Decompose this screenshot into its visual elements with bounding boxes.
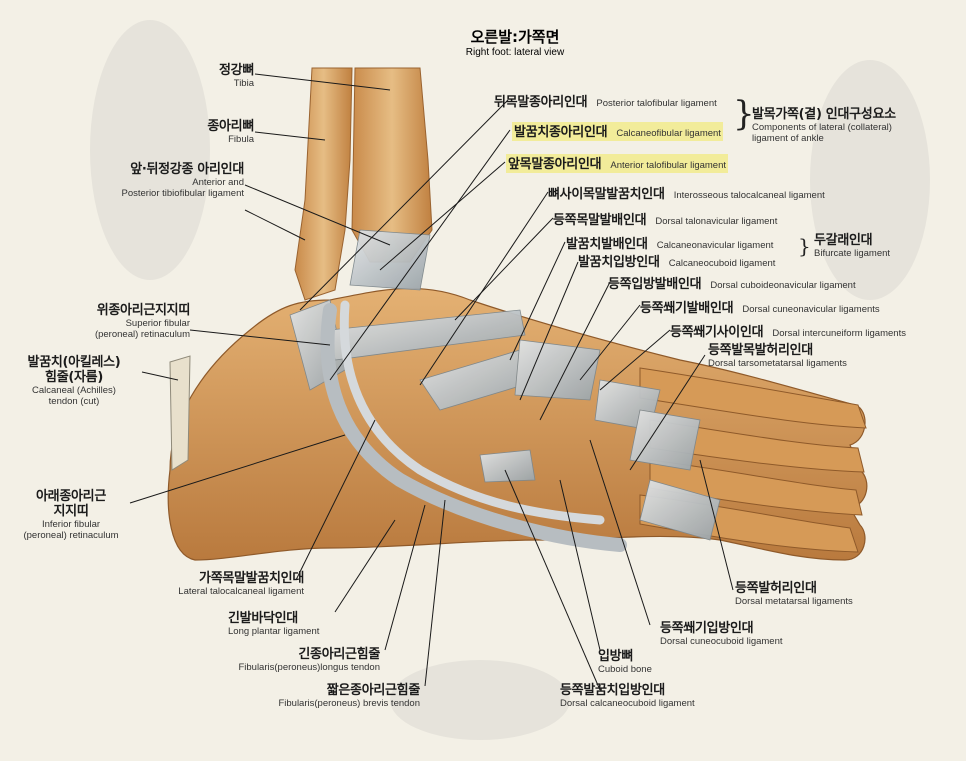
label-anterior-talofibular: 앞목말종아리인대 Anterior talofibular ligament <box>506 154 729 173</box>
leader-lines <box>129 73 734 691</box>
label-fibula: 종아리뼈 Fibula <box>207 119 254 145</box>
label-dorsal-cuneonavicular: 등쪽쐐기발배인대 Dorsal cuneonavicular ligaments <box>640 301 880 316</box>
peroneal-tendons <box>320 300 627 552</box>
brace-bifurcate: } <box>798 234 811 258</box>
label-posterior-talofibular: 뒤목말종아리인대 Posterior talofibular ligament <box>494 95 717 110</box>
label-dorsal-cuboideonavicular: 등쪽입방발배인대 Dorsal cuboideonavicular ligame… <box>608 277 856 292</box>
label-achilles-tendon: 발꿈치(아킬레스) 힘줄(자름) Calcaneal (Achilles) te… <box>27 355 121 407</box>
label-inferior-fibular-retinaculum: 아래종아리근 지지띠 Inferior fibular (peroneal) r… <box>23 489 119 541</box>
label-superior-fibular-retinaculum: 위종아리근지지띠 Superior fibular (peroneal) ret… <box>94 303 190 340</box>
title-english: Right foot: lateral view <box>465 47 565 58</box>
figure-title: 오른발:가쪽면 Right foot: lateral view <box>420 26 610 58</box>
label-calcaneofibular: 발꿈치종아리인대 Calcaneofibular ligament <box>512 122 723 141</box>
label-lateral-talocalcaneal: 가쪽목말발꿈치인대 Lateral talocalcaneal ligament <box>178 571 304 597</box>
label-calcaneocuboid: 발꿈치입방인대 Calcaneocuboid ligament <box>578 255 776 270</box>
label-fibularis-longus: 긴종아리근힘줄 Fibularis(peroneus)longus tendon <box>238 647 380 673</box>
label-long-plantar: 긴발바닥인대 Long plantar ligament <box>228 611 320 637</box>
fibula-bone <box>294 67 353 301</box>
label-calcaneonavicular: 발꿈치발배인대 Calcaneonavicular ligament <box>566 237 774 252</box>
metatarsal-bones <box>639 367 867 553</box>
label-lateral-collateral-components: 발목가쪽(곁) 인대구성요소 Components of lateral (co… <box>752 107 896 144</box>
brace-lateral-ligament-group: } <box>733 94 755 134</box>
label-cuboid-bone: 입방뼈 Cuboid bone <box>598 649 652 675</box>
label-dorsal-talonavicular: 등쪽목말발배인대 Dorsal talonavicular ligament <box>553 213 778 228</box>
label-tibiofibular-ligament: 앞·뒤정강종 아리인대 Anterior and Posterior tibio… <box>121 162 244 199</box>
label-fibularis-brevis: 짧은종아리근힘줄 Fibularis(peroneus) brevis tend… <box>278 683 420 709</box>
title-korean: 오른발:가쪽면 <box>470 28 560 46</box>
label-tibia: 정강뼈 Tibia <box>219 63 254 89</box>
label-dorsal-calcaneocuboid: 등쪽발꿈치입방인대 Dorsal calcaneocuboid ligament <box>560 683 695 709</box>
label-bifurcate: 두갈래인대 Bifurcate ligament <box>814 233 891 259</box>
label-interosseous-talocalcaneal: 뼈사이목말발꿈치인대 Interosseous talocalcaneal li… <box>548 187 825 202</box>
label-dorsal-intercuneiform: 등쪽쐐기사이인대 Dorsal intercuneiform ligaments <box>670 325 906 340</box>
label-dorsal-metatarsal: 등쪽발허리인대 Dorsal metatarsal ligaments <box>735 581 853 607</box>
label-dorsal-cuneocuboid: 등쪽쐐기입방인대 Dorsal cuneocuboid ligament <box>660 621 783 647</box>
label-dorsal-tarsometatarsal: 등쪽발목발허리인대 Dorsal tarsometatarsal ligamen… <box>708 343 847 369</box>
background-sketches <box>90 20 930 740</box>
achilles-tendon-stump <box>169 355 191 471</box>
